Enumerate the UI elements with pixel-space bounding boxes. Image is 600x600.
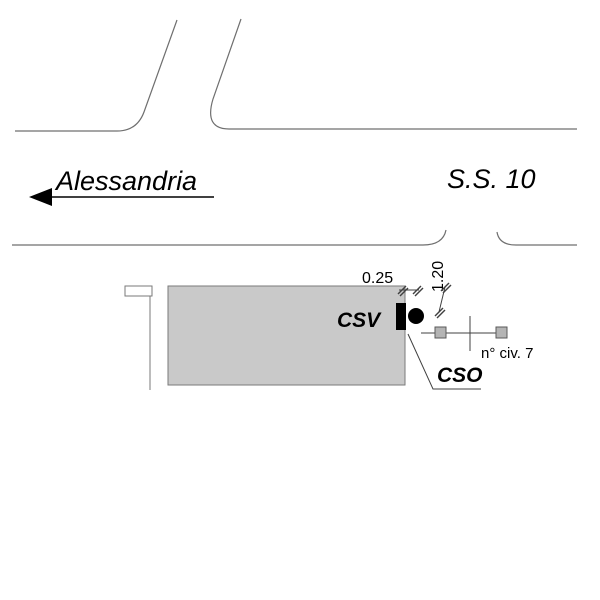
- road-name-label: S.S. 10: [447, 164, 536, 194]
- cso-label: CSO: [437, 364, 483, 387]
- upper-road-left-edge: [15, 19, 178, 132]
- dimensions: 0.25 1.20: [362, 261, 452, 319]
- direction-indicator: Alessandria: [29, 166, 214, 206]
- driveway-right-edge: [496, 231, 577, 246]
- csv-marker-dot: [408, 308, 424, 324]
- building-footprint: [167, 285, 406, 386]
- main-road-left-edge: [12, 229, 447, 246]
- annex-outline: [124, 285, 153, 297]
- main-road: [12, 229, 577, 246]
- dim-tick: [412, 285, 424, 297]
- csv-marker-bar: [396, 303, 406, 330]
- csv-label: CSV: [337, 309, 382, 332]
- csv-marker: CSV: [337, 303, 424, 332]
- civic-square: [495, 326, 508, 339]
- civic-markers: n° civ. 7: [421, 316, 533, 362]
- dim-tick: [434, 307, 446, 319]
- upper-road: [15, 18, 577, 132]
- building: [124, 285, 406, 390]
- cso-leader-line: [407, 333, 481, 390]
- left-arrow-icon: [29, 188, 52, 206]
- civic-square: [434, 326, 447, 339]
- dim-depth-label: 1.20: [430, 261, 447, 292]
- destination-label: Alessandria: [54, 166, 197, 196]
- civic-number-label: n° civ. 7: [481, 345, 533, 362]
- dim-offset-label: 0.25: [362, 270, 393, 287]
- dim-tick: [440, 282, 452, 294]
- cso-callout: CSO: [407, 333, 483, 390]
- upper-road-right-edge: [210, 18, 577, 130]
- dim-tick: [397, 285, 409, 297]
